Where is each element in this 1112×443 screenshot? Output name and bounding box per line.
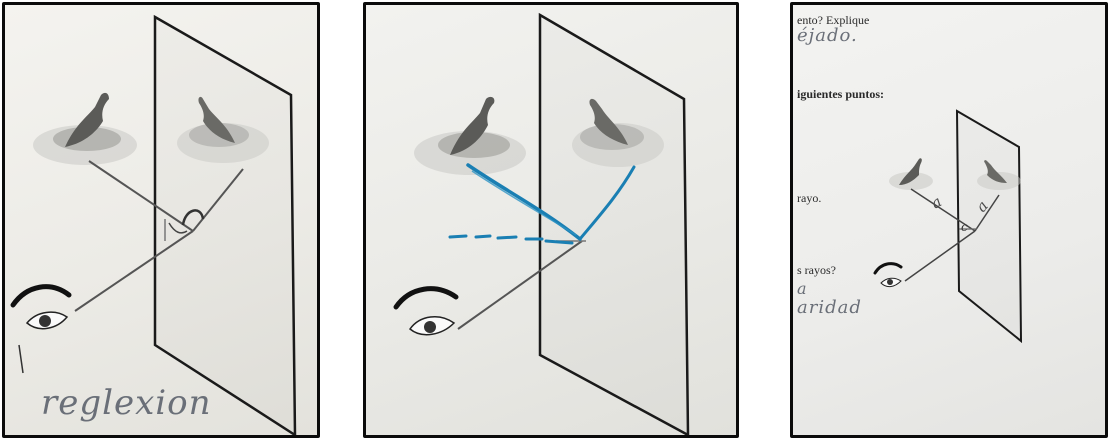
eye-figure — [875, 264, 901, 287]
photo-worksheet: ento? Explique éjado. iguientes puntos: … — [790, 2, 1108, 438]
eye-figure — [13, 287, 69, 373]
mirror-drawing-1 — [5, 5, 317, 435]
object-figure — [889, 158, 933, 190]
handwritten-word: reglexion — [41, 383, 212, 423]
mirror-drawing-2 — [366, 5, 736, 435]
photo-reflection-sketch-2 — [363, 2, 739, 438]
angle-label-c: c — [961, 220, 968, 234]
object-figure — [414, 97, 526, 175]
eye-figure — [396, 289, 456, 335]
mirror-panel — [155, 17, 295, 435]
mirror-drawing-3: a a c — [793, 5, 1105, 435]
object-figure — [33, 93, 137, 165]
photo-reflection-sketch-1: reglexion — [2, 2, 320, 438]
